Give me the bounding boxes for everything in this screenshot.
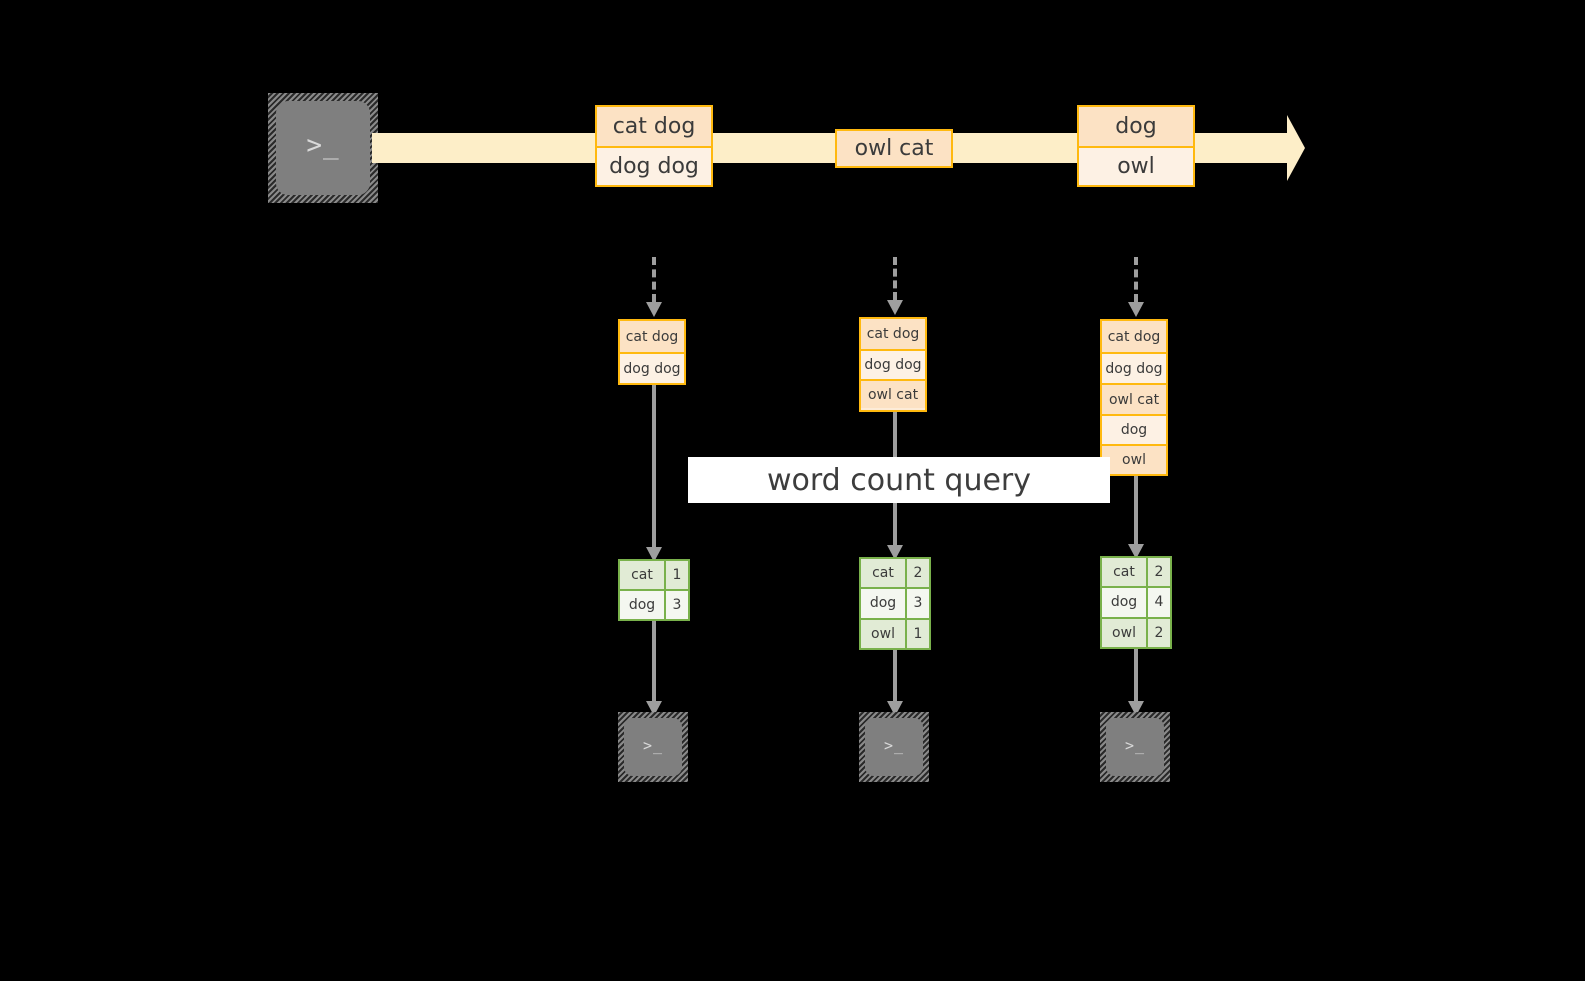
connector-arrowhead — [887, 300, 903, 315]
trigger-2-sink-terminal-icon: >_ — [859, 712, 929, 782]
trigger-2-input-table: cat dog dog dog owl cat — [859, 317, 927, 412]
query-banner-label: word count query — [766, 462, 1032, 498]
input-row: dog dog — [861, 349, 925, 379]
table-row: cat 1 — [620, 561, 688, 589]
connector-line — [893, 257, 897, 300]
table-row: cat 2 — [1102, 558, 1170, 587]
table-row: dog 3 — [861, 587, 929, 618]
connector-arrowhead — [646, 302, 662, 317]
result-word: cat — [861, 559, 905, 588]
trigger-1-sink-terminal-icon: >_ — [618, 712, 688, 782]
input-row: dog — [1102, 414, 1166, 444]
input-row: owl — [1102, 444, 1166, 474]
table-row: owl 1 — [861, 617, 929, 648]
connector-arrowhead — [1128, 302, 1144, 317]
connector-arrowhead — [887, 545, 903, 560]
result-count: 2 — [1146, 618, 1170, 647]
connector-line — [1134, 257, 1138, 302]
stream-batch-3: dog owl — [1077, 105, 1195, 187]
connector-arrowhead — [646, 547, 662, 562]
table-row: dog 4 — [1102, 586, 1170, 617]
input-row: cat dog — [1102, 321, 1166, 352]
table-row: dog 3 — [620, 589, 688, 619]
terminal-screen — [276, 101, 370, 195]
trigger-3-input-table: cat dog dog dog owl cat dog owl — [1100, 319, 1168, 476]
stream-batch-3-line-2: owl — [1079, 146, 1193, 185]
stream-batch-1-line-1: cat dog — [597, 107, 711, 146]
input-row: dog dog — [1102, 352, 1166, 383]
input-row: cat dog — [861, 319, 925, 349]
terminal-screen — [1106, 718, 1164, 776]
terminal-screen — [865, 718, 923, 776]
result-count: 1 — [664, 561, 688, 589]
result-word: cat — [620, 561, 664, 589]
result-count: 3 — [664, 591, 688, 619]
input-row: owl cat — [1102, 383, 1166, 414]
result-count: 4 — [1146, 588, 1170, 617]
trigger-2-result-table: cat 2 dog 3 owl 1 — [859, 557, 931, 650]
stream-batch-1: cat dog dog dog — [595, 105, 713, 187]
table-row: owl 2 — [1102, 616, 1170, 647]
connector-line — [652, 257, 656, 302]
stream-batch-2-line-1: owl cat — [837, 131, 951, 166]
input-row: cat dog — [620, 321, 684, 352]
trigger-3-sink-terminal-icon: >_ — [1100, 712, 1170, 782]
result-count: 1 — [905, 619, 929, 648]
stream-batch-1-line-2: dog dog — [597, 146, 711, 185]
table-row: cat 2 — [861, 559, 929, 588]
input-row: dog dog — [620, 352, 684, 383]
result-word: cat — [1102, 558, 1146, 587]
stream-batch-3-line-1: dog — [1079, 107, 1193, 146]
connector-line — [893, 650, 897, 701]
result-count: 3 — [905, 589, 929, 618]
result-word: dog — [1102, 588, 1146, 617]
result-count: 2 — [905, 559, 929, 588]
terminal-screen — [624, 718, 682, 776]
result-count: 2 — [1146, 558, 1170, 587]
source-terminal-icon: >_ — [268, 93, 378, 203]
stream-batch-2: owl cat — [835, 129, 953, 168]
connector-line — [652, 385, 656, 547]
result-word: owl — [1102, 618, 1146, 647]
result-word: owl — [861, 619, 905, 648]
connector-line — [1134, 649, 1138, 701]
word-count-query-banner: word count query — [688, 457, 1110, 503]
connector-line — [652, 621, 656, 701]
input-row: owl cat — [861, 379, 925, 408]
trigger-3-result-table: cat 2 dog 4 owl 2 — [1100, 556, 1172, 649]
trigger-1-result-table: cat 1 dog 3 — [618, 559, 690, 621]
trigger-1-input-table: cat dog dog dog — [618, 319, 686, 385]
result-word: dog — [620, 591, 664, 619]
result-word: dog — [861, 589, 905, 618]
connector-arrowhead — [1128, 544, 1144, 559]
stream-arrow-head — [1287, 115, 1305, 181]
connector-line — [1134, 476, 1138, 544]
